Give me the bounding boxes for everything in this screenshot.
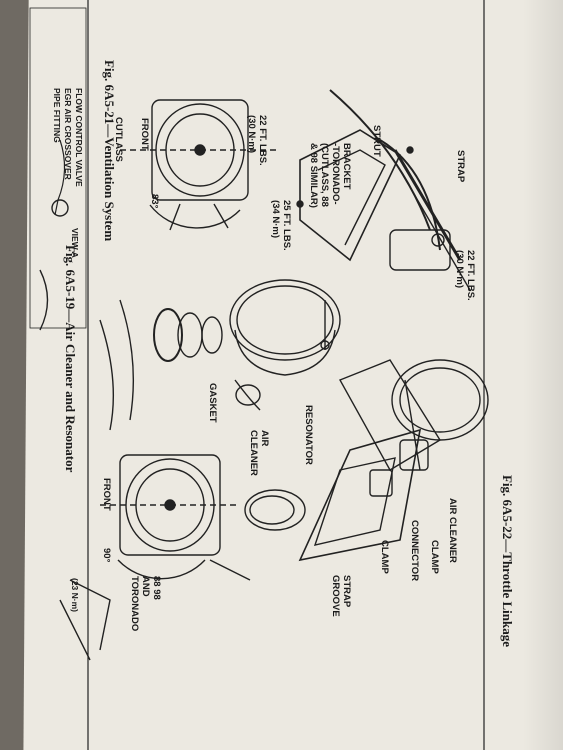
strap-groove-label: STRAP GROOVE: [330, 575, 352, 617]
gasket-label: GASKET: [207, 383, 218, 423]
torque-partial-label: (23 N·m): [70, 578, 80, 613]
cutlass-label: CUTLASS: [113, 117, 124, 162]
figure-caption-air-cleaner: Fig. 6A5-19—Air Cleaner and Resonator: [63, 245, 78, 473]
resonator-label: RESONATOR: [303, 405, 314, 465]
flow-control-valve-label: FLOW CONTROL VALVE EGR AIR CROSSOVER PIP…: [52, 88, 84, 187]
strap-label: STRAP: [455, 150, 466, 183]
torque-22-label: 22 FT. LBS. (30 N·m): [246, 115, 268, 166]
front-label-2: FRONT: [101, 478, 112, 511]
torque-22-right-label: 22 FT. LBS. (30 N·m): [454, 250, 476, 301]
bracket-label: BRACKET -TORONADO- (CUTLASS, 88 & 98 SIM…: [308, 143, 352, 208]
clamp-label-1: CLAMP: [429, 540, 440, 574]
strut-label: STRUT: [371, 125, 382, 157]
torque-25-label: 25 FT. LBS. (34 N·m): [270, 200, 292, 251]
clamp-label-2: CLAMP: [379, 540, 390, 574]
angle-83-label: 83°: [149, 194, 160, 209]
models-label: 88 98 AND TORONADO: [129, 576, 162, 632]
figure-caption-throttle: Fig. 6A5-22—Throttle Linkage: [500, 475, 515, 648]
angle-90-label: 90°: [101, 548, 112, 563]
air-cleaner-label: AIR CLEANER: [248, 430, 270, 476]
air-cleaner-top-label: AIR CLEANER: [447, 498, 458, 563]
front-label: FRONT: [139, 118, 150, 151]
connector-label: CONNECTOR: [409, 520, 420, 582]
